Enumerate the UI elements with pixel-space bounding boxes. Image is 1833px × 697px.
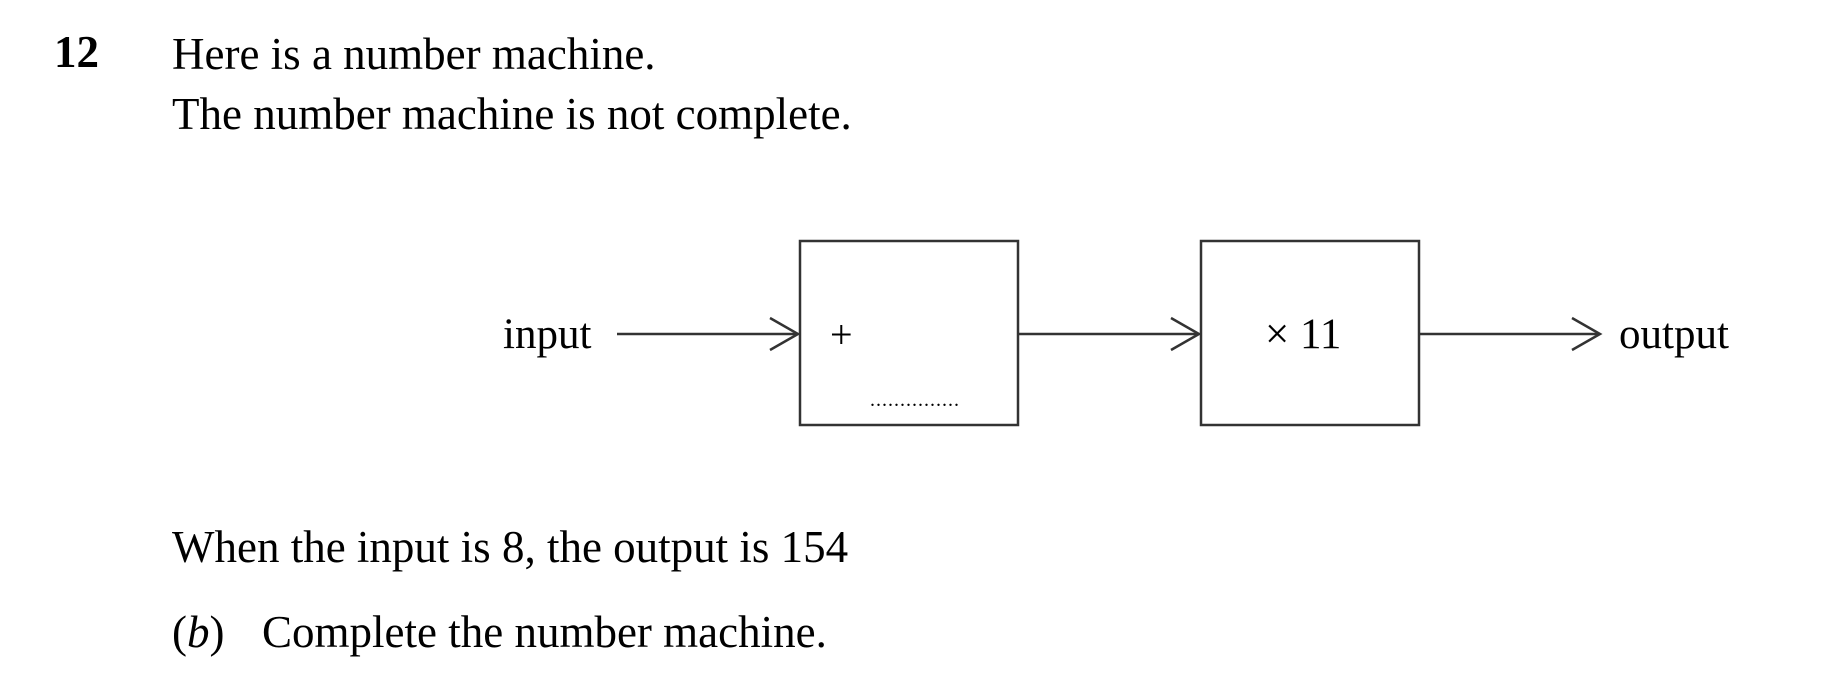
part-letter: b — [187, 607, 210, 657]
part-b: (b) Complete the number machine. — [172, 610, 827, 655]
intro-line-2: The number machine is not complete. — [172, 89, 852, 139]
output-label: output — [1619, 311, 1729, 358]
input-label: input — [503, 311, 591, 358]
plus-operator: + — [830, 312, 853, 357]
arrow-box1-to-box2 — [1018, 316, 1202, 352]
arrow-box2-to-output — [1419, 316, 1603, 352]
part-label: (b) — [172, 607, 225, 657]
function-box-2 — [1199, 239, 1421, 427]
answer-dotted-line[interactable]: ............... — [870, 389, 960, 411]
condition-text: When the input is 8, the output is 154 — [172, 522, 849, 572]
multiply-operation: × 11 — [1265, 311, 1341, 358]
arrow-input-to-box1 — [617, 316, 801, 352]
question-number: 12 — [54, 27, 99, 77]
intro-line-1: Here is a number machine. — [172, 29, 656, 79]
part-instruction: Complete the number machine. — [262, 607, 827, 657]
